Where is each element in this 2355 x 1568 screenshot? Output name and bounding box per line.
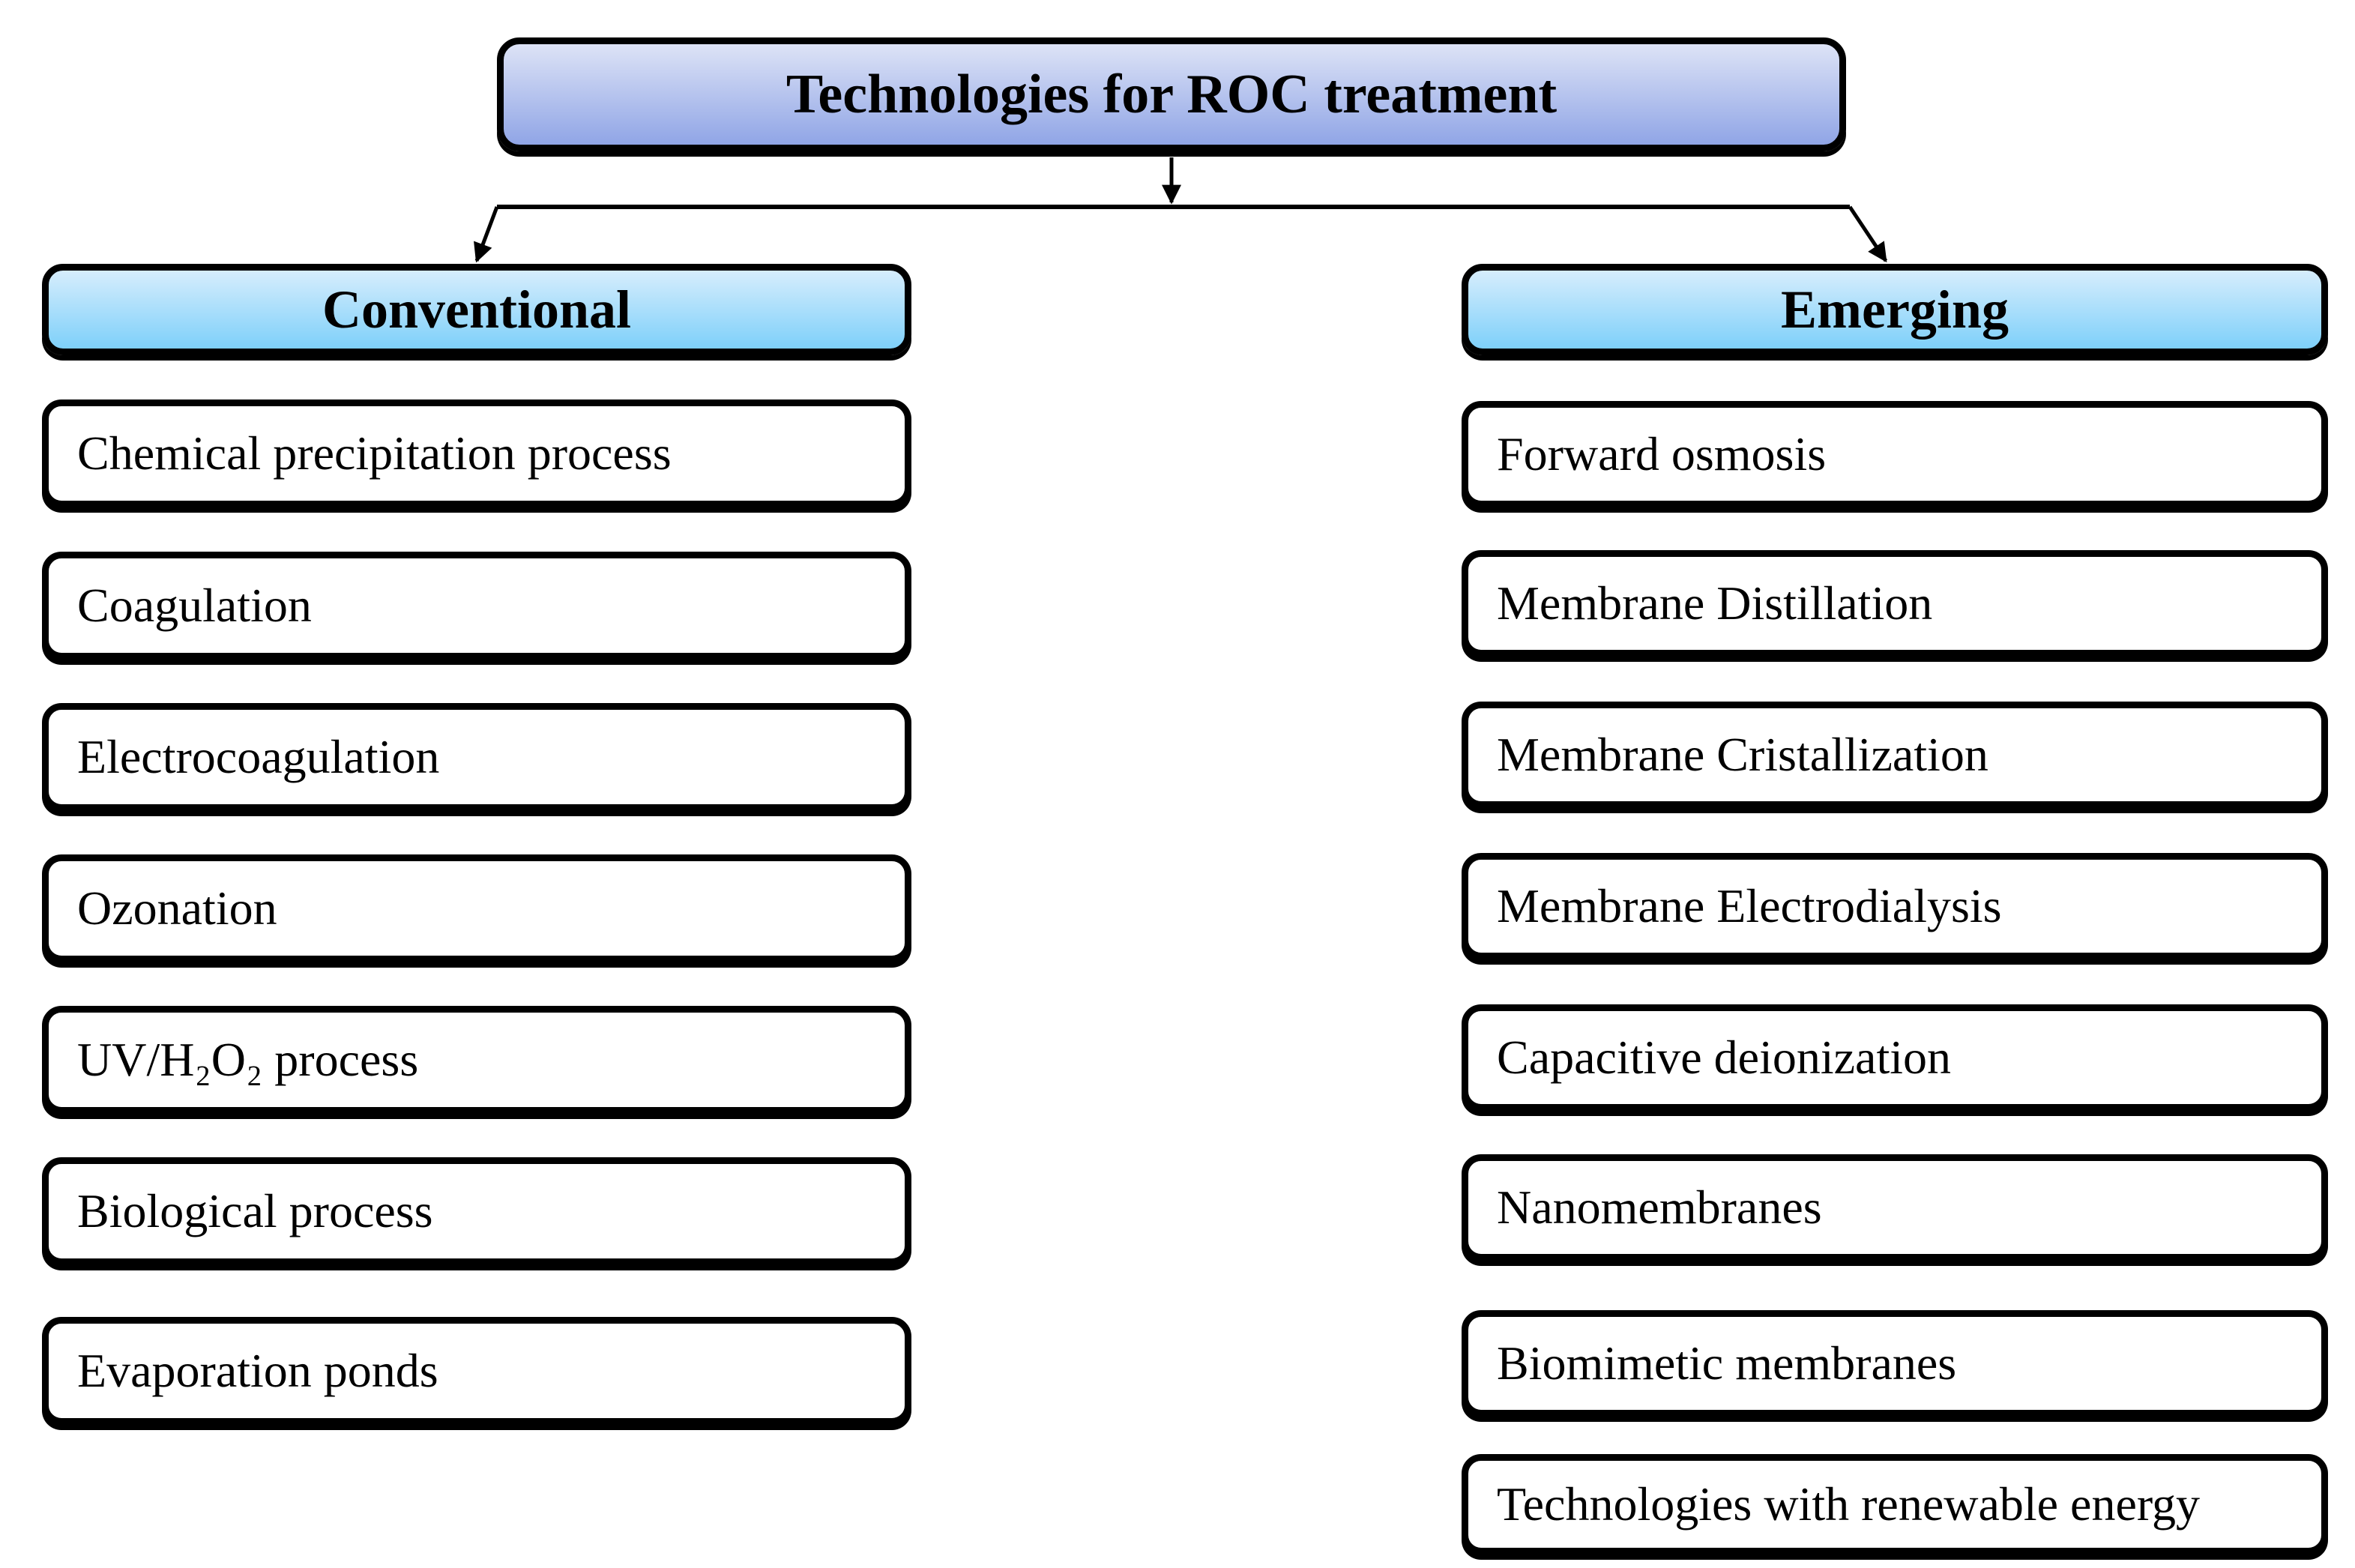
item-ozonation: Ozonation [42, 854, 911, 962]
item-label: Capacitive deionization [1497, 1031, 1951, 1084]
item-evaporation-ponds: Evaporation ponds [42, 1317, 911, 1425]
item-label: Nanomembranes [1497, 1180, 1822, 1234]
item-label: Technologies with renewable energy [1497, 1477, 2200, 1531]
item-uv-h2o2: UV/H₂O₂ process [42, 1006, 911, 1114]
arrow-to-emerging [1848, 205, 1888, 263]
item-label: Electrocoagulation [77, 730, 440, 783]
arrow-to-conventional [474, 206, 499, 263]
item-label: Biological process [77, 1184, 433, 1237]
item-label: Biomimetic membranes [1497, 1336, 1957, 1390]
item-membrane-cristallization: Membrane Cristallization [1462, 702, 2328, 808]
page-title: Technologies for ROC treatment [785, 63, 1558, 125]
item-nanomembranes: Nanomembranes [1462, 1154, 2328, 1261]
item-renewable-energy: Technologies with renewable energy [1462, 1454, 2328, 1555]
item-biological-process: Biological process [42, 1157, 911, 1265]
branch-header-label: Emerging [1781, 279, 2009, 340]
item-label: Membrane Cristallization [1497, 728, 1988, 781]
item-label: Coagulation [77, 579, 312, 632]
item-label: UV/H₂O₂ process [77, 1033, 419, 1086]
item-coagulation: Coagulation [42, 552, 911, 660]
branch-header-label: Conventional [322, 279, 632, 340]
item-label: Forward osmosis [1497, 427, 1827, 480]
branch-header-conventional: Conventional [42, 264, 911, 355]
item-capacitive-deionization: Capacitive deionization [1462, 1004, 2328, 1111]
item-forward-osmosis: Forward osmosis [1462, 401, 2328, 507]
item-label: Ozonation [77, 881, 277, 935]
title-box: Technologies for ROC treatment [497, 37, 1846, 151]
item-electrocoagulation: Electrocoagulation [42, 703, 911, 811]
item-label: Membrane Distillation [1497, 576, 1933, 630]
item-membrane-electrodialysis: Membrane Electrodialysis [1462, 853, 2328, 959]
item-label: Evaporation ponds [77, 1344, 438, 1397]
item-label: Membrane Electrodialysis [1497, 879, 2002, 932]
item-biomimetic-membranes: Biomimetic membranes [1462, 1310, 2328, 1417]
item-chemical-precipitation: Chemical precipitation process [42, 399, 911, 507]
item-label: Chemical precipitation process [77, 426, 672, 480]
item-membrane-distillation: Membrane Distillation [1462, 550, 2328, 657]
branch-header-emerging: Emerging [1462, 264, 2328, 355]
